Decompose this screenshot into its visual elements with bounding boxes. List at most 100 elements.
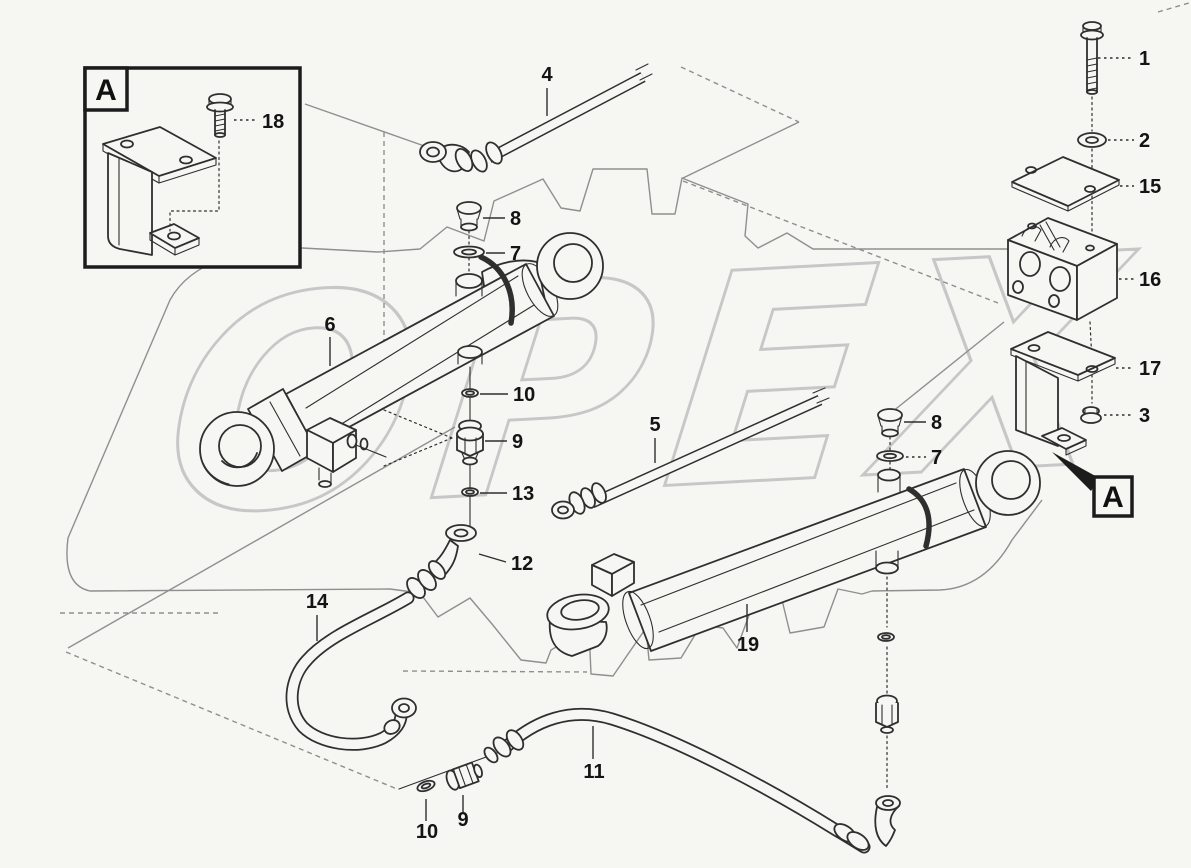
callout-number-10-11: 10 xyxy=(513,384,535,406)
hose14-banjo xyxy=(391,697,417,719)
callout-number-9-12: 9 xyxy=(512,431,523,453)
part-block-16 xyxy=(1007,217,1118,363)
callout-number-1-0: 1 xyxy=(1139,48,1150,70)
part-bolt-1 xyxy=(1080,21,1104,132)
oring-10-bottom xyxy=(416,779,436,793)
chainR-elbow-body xyxy=(874,805,900,847)
hose11-ferrule-L1 xyxy=(492,736,512,758)
cylR-port-boss xyxy=(877,468,901,482)
cyl6-base-eye-bore xyxy=(218,424,262,468)
oring7L-outer xyxy=(453,245,485,259)
plate15-hole-1 xyxy=(1025,166,1037,174)
chainR-facets xyxy=(881,704,893,725)
dotted-wedge-bottom xyxy=(383,437,453,467)
hose5-break xyxy=(812,387,830,404)
part-hose-14 xyxy=(285,569,437,751)
elbow12-ferrule xyxy=(427,560,447,580)
plug8R-cap xyxy=(877,408,903,422)
callout-number-4-7: 4 xyxy=(541,64,553,86)
cyl6-seal-band xyxy=(478,254,515,326)
callout-number-18-6: 18 xyxy=(262,111,284,133)
cylR-bottom-boss xyxy=(875,561,899,575)
hose4-ferrule-2 xyxy=(485,141,503,165)
part-oring-7-left xyxy=(453,245,485,275)
outline-bottom-right-curve xyxy=(871,499,1043,592)
part-washer-2 xyxy=(1077,132,1107,183)
callout-number-17-4: 17 xyxy=(1139,358,1161,380)
hose11-inner xyxy=(499,709,869,852)
block16-port-1 xyxy=(1012,280,1024,294)
inset-label-letter: A xyxy=(95,74,117,107)
part-plug-8-right xyxy=(877,408,903,451)
oring7L-inner xyxy=(461,248,477,256)
cylR-bottom-boss-sides xyxy=(875,550,899,569)
hose4-ferrule-1 xyxy=(470,149,488,173)
fitting9B-tip xyxy=(473,763,483,778)
callout-number-11-20: 11 xyxy=(583,761,604,783)
cylR-base-cap xyxy=(622,590,654,650)
fitting9B-facets xyxy=(458,764,474,787)
cylR-highlight-1 xyxy=(640,482,957,606)
plate15-hole-2 xyxy=(1084,185,1096,193)
bolt18-assembly-path xyxy=(169,140,220,232)
dotted-wedge-top xyxy=(383,409,453,439)
hose4-banjo-eye xyxy=(419,141,447,163)
cyl6-highlight-1 xyxy=(305,275,519,409)
detail-marker-a: A xyxy=(1052,452,1134,518)
hose4-nut xyxy=(454,148,474,172)
hose14-inner xyxy=(287,593,413,749)
hose11-nut xyxy=(483,746,499,764)
cyl6-eye-depth xyxy=(202,462,230,485)
plug8R-body xyxy=(877,415,903,434)
oring-10 xyxy=(461,388,479,398)
part-nut-3 xyxy=(1080,406,1102,424)
bolt1-flange xyxy=(1080,29,1104,41)
plate15-thickness xyxy=(1011,179,1120,212)
block16-bore-1 xyxy=(1019,251,1041,277)
oring7R-outer xyxy=(876,450,904,462)
callout-leader-14 xyxy=(478,553,507,563)
callout-number-13-13: 13 xyxy=(512,483,534,505)
part-hose-5 xyxy=(551,387,830,520)
cylR-clevis-side xyxy=(611,561,635,597)
cylR-highlight-2 xyxy=(658,509,975,633)
cyl6-eye-boss xyxy=(455,273,483,289)
callout-number-16-3: 16 xyxy=(1139,269,1161,291)
part-oring-7-right xyxy=(876,450,904,471)
part-hose-11 xyxy=(483,707,871,854)
chain-port-boss xyxy=(457,345,483,359)
detail-marker-box xyxy=(1092,475,1134,518)
callout-number-8-16: 8 xyxy=(931,412,942,434)
hose4-inner xyxy=(487,73,645,162)
callout-number-19-19: 19 xyxy=(737,634,759,656)
inset-bracket-foot-hole xyxy=(167,231,181,241)
chainR-hex xyxy=(875,702,899,728)
oring7R-inner xyxy=(883,452,897,460)
washer2-outer xyxy=(1077,132,1107,148)
bolt18-flange xyxy=(206,101,234,113)
bolt1-tip xyxy=(1086,89,1098,95)
block16-port-2 xyxy=(1048,294,1060,308)
outline-gear-teeth xyxy=(301,168,1035,253)
plug8L-body xyxy=(456,208,482,228)
callout-number-14-18: 14 xyxy=(306,591,329,613)
hose11-ferrule-L2 xyxy=(505,729,525,751)
hose11-ferrule-R2 xyxy=(846,831,870,851)
chainR-tip xyxy=(880,726,894,734)
fitting-chain-right xyxy=(874,576,901,847)
hose14-nut-2 xyxy=(417,569,437,591)
callout-number-9-22: 9 xyxy=(457,809,468,831)
cylR-base-eye-bore xyxy=(560,599,600,621)
inset-label-box xyxy=(83,66,129,112)
chainR-banjo xyxy=(875,795,901,811)
bolt1-head-top xyxy=(1082,21,1102,31)
detail-marker-wedge xyxy=(1052,452,1099,491)
bracket17-hole-1 xyxy=(1027,344,1041,352)
dashed-top-right-2 xyxy=(682,180,999,304)
cyl6-collar-line xyxy=(269,401,301,457)
block16-saddles xyxy=(1021,226,1070,253)
hose5-banjo xyxy=(551,500,575,520)
bolt18-threads xyxy=(214,113,226,132)
chainR-oring xyxy=(877,632,895,642)
